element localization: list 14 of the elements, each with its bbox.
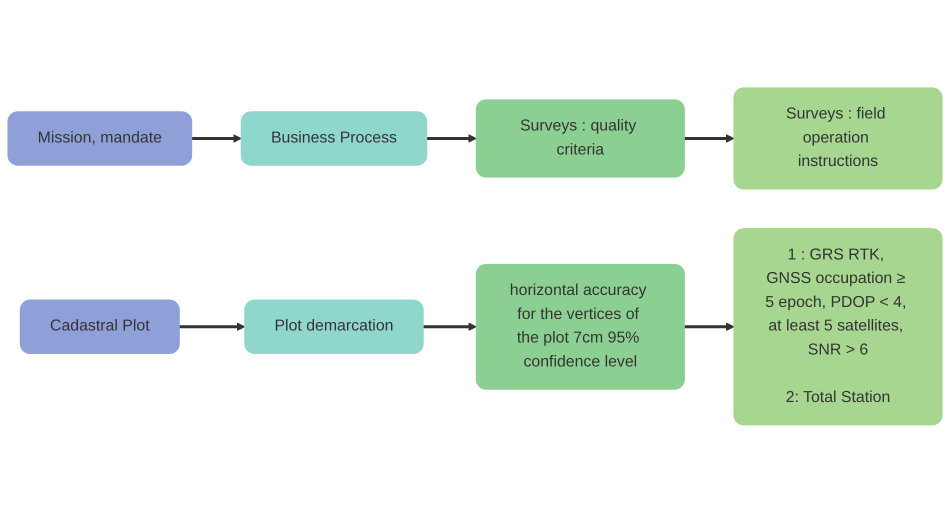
arrow	[192, 134, 242, 142]
node-box: 1 : GRS RTK, GNSS occupation ≥ 5 epoch, PDOP < 4, at least 5 satellites, SNR > 6 2: Total Station	[733, 228, 943, 425]
node-box: Business Process	[240, 110, 428, 166]
node-box: Plot demarcation	[244, 299, 424, 354]
node-box: horizontal accuracy for the vertices of the plot 7cm 95% confidence level	[476, 263, 685, 390]
node-box: Mission, mandate	[7, 110, 192, 166]
arrow	[179, 322, 246, 331]
node-box: Surveys : quality criteria	[476, 98, 685, 178]
arrow	[426, 134, 477, 142]
arrow	[684, 322, 734, 331]
arrow	[684, 134, 734, 142]
arrow	[423, 322, 477, 331]
node-box: Cadastral Plot	[20, 299, 180, 354]
node-box: Surveys : field operation instructions	[733, 87, 943, 190]
